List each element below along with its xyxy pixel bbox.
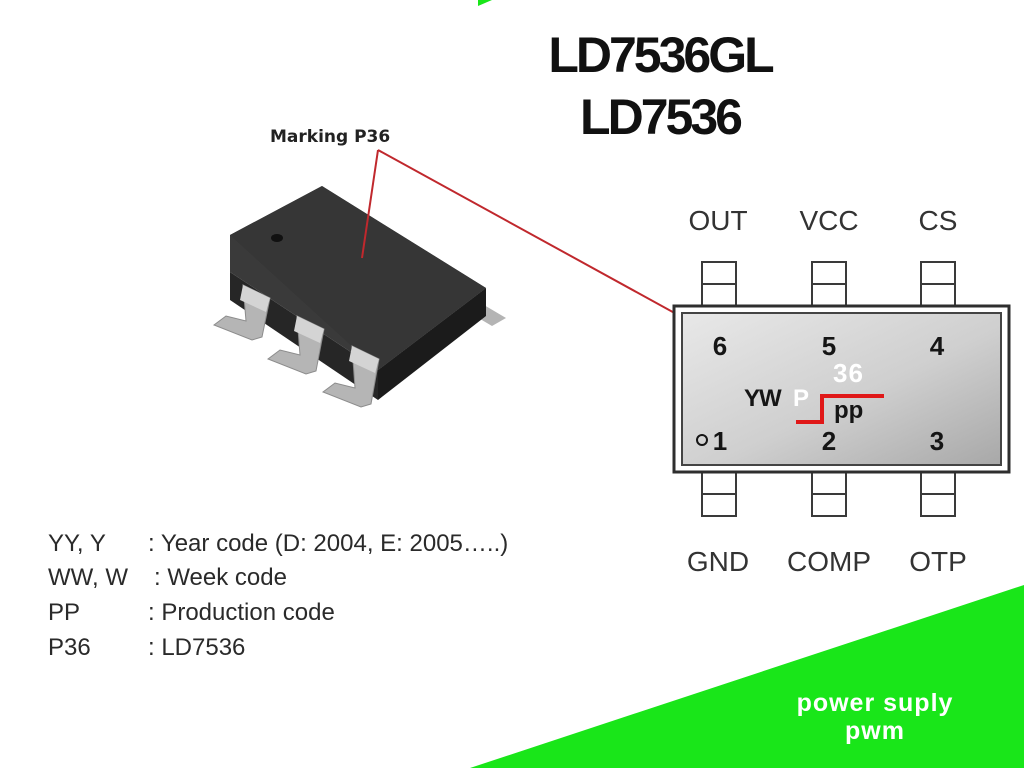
legend-key: YY, Y xyxy=(48,530,106,557)
pin-name-out: OUT xyxy=(688,205,748,236)
footer-tagline: power suply xyxy=(796,689,954,717)
pin-number-1: 1 xyxy=(712,426,728,456)
part-number-title: LD7536GL xyxy=(548,27,774,83)
legend-value: : Year code (D: 2004, E: 2005…..) xyxy=(148,530,509,557)
pin-name-cs: CS xyxy=(918,205,958,236)
green-corner-mark xyxy=(478,0,492,6)
pin-number-4: 4 xyxy=(929,331,945,361)
chip-package xyxy=(212,186,506,408)
marking-code: 36 xyxy=(833,358,864,388)
pin-name-gnd: GND xyxy=(686,546,750,577)
marking-p: P xyxy=(793,385,810,412)
pin-number-6: 6 xyxy=(712,331,728,361)
marking-pp: pp xyxy=(834,397,864,424)
footer-subtagline: pwm xyxy=(845,717,905,745)
green-banner xyxy=(470,585,1024,768)
legend-key: PP xyxy=(48,599,81,626)
legend-value: : Production code xyxy=(148,599,335,626)
pin-name-otp: OTP xyxy=(909,546,967,577)
part-number-subtitle: LD7536 xyxy=(580,89,743,145)
pin-number-5: 5 xyxy=(821,331,837,361)
pin-name-comp: COMP xyxy=(787,546,871,577)
marking-red-bracket xyxy=(796,394,884,424)
pin-name-vcc: VCC xyxy=(799,205,859,236)
pin-number-2: 2 xyxy=(821,426,837,456)
pinout-diagram xyxy=(672,261,1011,517)
marking-callout-label: Marking P36 xyxy=(270,127,391,147)
legend-value: : LD7536 xyxy=(148,634,246,661)
legend-key: P36 xyxy=(48,634,91,661)
legend-key: WW, W xyxy=(48,564,128,591)
legend-value: : Week code xyxy=(154,564,287,591)
marking-yw: YW xyxy=(744,385,782,412)
pin-number-3: 3 xyxy=(929,426,945,456)
